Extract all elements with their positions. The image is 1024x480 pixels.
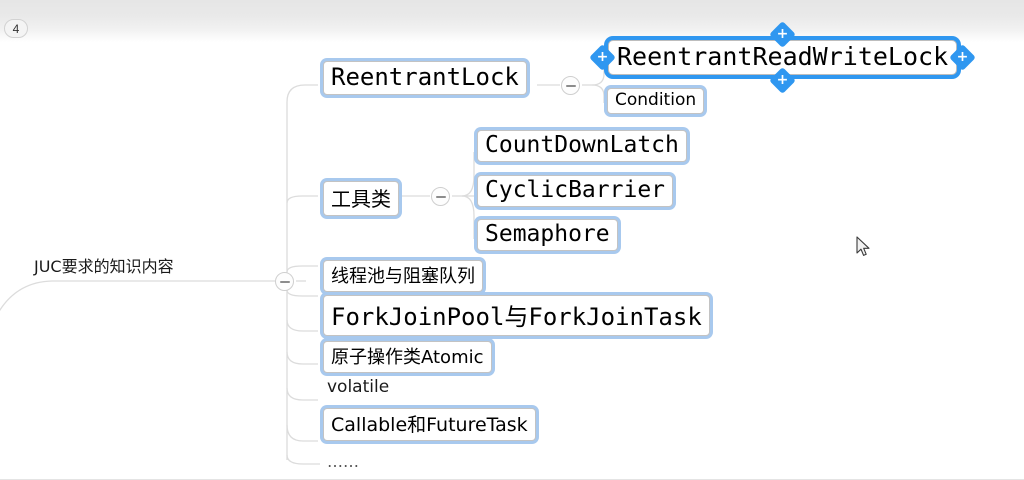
node-fork-join[interactable]: ForkJoinPool与ForkJoinTask	[320, 292, 713, 339]
node-label: CyclicBarrier	[477, 175, 674, 207]
node-label: ……	[327, 452, 359, 471]
root-node-label: JUC要求的知识内容	[34, 257, 174, 276]
node-label: ForkJoinPool与ForkJoinTask	[323, 295, 710, 336]
node-label: 线程池与阻塞队列	[323, 260, 483, 292]
minus-icon	[436, 196, 446, 198]
minus-icon	[566, 85, 576, 87]
mindmap-root-node[interactable]: JUC要求的知识内容	[34, 253, 174, 277]
node-condition[interactable]: Condition	[604, 85, 708, 117]
node-label: 原子操作类Atomic	[323, 341, 492, 373]
node-label: Semaphore	[477, 219, 618, 251]
node-semaphore[interactable]: Semaphore	[474, 216, 621, 254]
minus-icon	[280, 281, 290, 283]
node-label: 工具类	[323, 181, 399, 216]
mouse-cursor-arrow-icon	[856, 236, 870, 256]
collapse-toggle-reentrant-lock[interactable]	[561, 76, 580, 95]
add-sibling-handle-top[interactable]: +	[769, 21, 796, 48]
plus-icon: +	[956, 49, 969, 65]
plus-icon: +	[596, 49, 609, 65]
node-label: ReentrantLock	[323, 61, 527, 95]
collapse-toggle-root[interactable]	[275, 272, 294, 291]
node-label: Condition	[607, 88, 705, 114]
plus-icon: +	[776, 72, 789, 88]
node-tools[interactable]: 工具类	[320, 178, 402, 219]
node-volatile[interactable]: volatile	[327, 377, 389, 397]
page-number-badge[interactable]: 4	[4, 19, 28, 38]
node-atomic[interactable]: 原子操作类Atomic	[320, 338, 495, 376]
node-reentrant-lock[interactable]: ReentrantLock	[320, 58, 530, 98]
node-label: CountDownLatch	[477, 130, 687, 162]
node-ellipsis[interactable]: ……	[327, 452, 359, 471]
node-label: Callable和FutureTask	[323, 408, 536, 441]
node-callable-future-task[interactable]: Callable和FutureTask	[320, 405, 539, 444]
node-thread-pool[interactable]: 线程池与阻塞队列	[320, 257, 486, 295]
add-sibling-handle-left[interactable]: +	[589, 44, 616, 71]
node-cyclic-barrier[interactable]: CyclicBarrier	[474, 172, 677, 210]
add-sibling-handle-bottom[interactable]: +	[769, 67, 796, 94]
plus-icon: +	[776, 26, 789, 42]
node-reentrant-read-write-lock[interactable]: ReentrantReadWriteLock + + + +	[589, 21, 977, 94]
node-label: volatile	[327, 377, 390, 397]
collapse-toggle-tools[interactable]	[431, 187, 450, 206]
node-count-down-latch[interactable]: CountDownLatch	[474, 127, 690, 165]
